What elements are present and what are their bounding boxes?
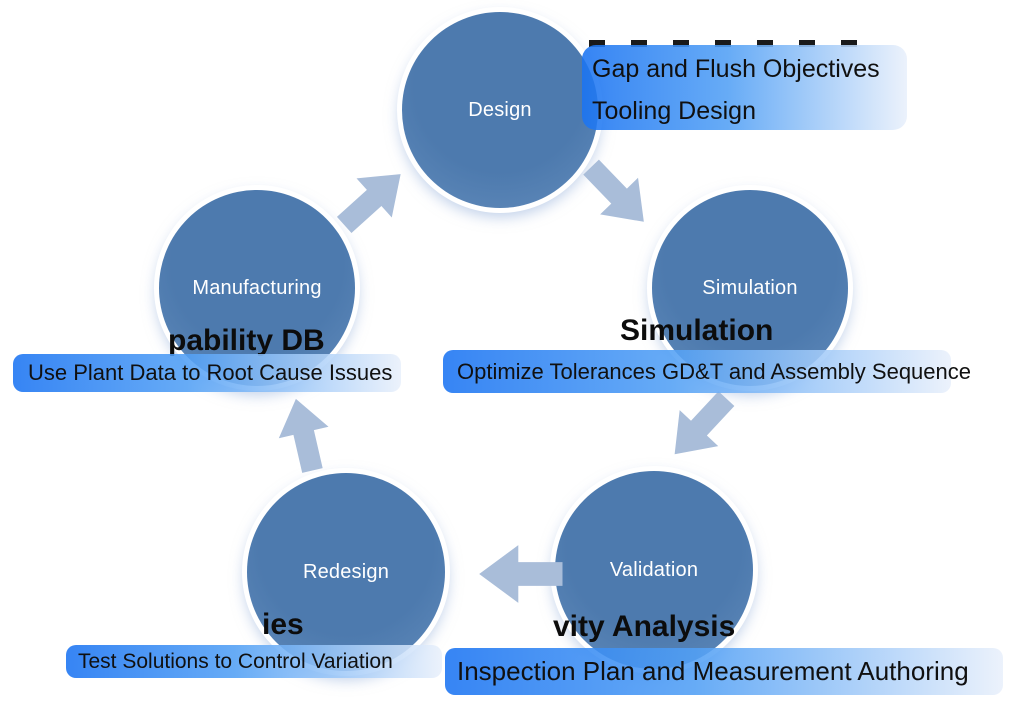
callout-design: Gap and Flush Objectives Tooling Design xyxy=(582,45,907,130)
node-simulation-label: Simulation xyxy=(702,276,798,299)
node-validation: Validation xyxy=(555,471,753,669)
node-redesign-label: Redesign xyxy=(302,560,390,583)
arrow-design-to-simulation-icon xyxy=(583,159,644,222)
callout-simulation: Optimize Tolerances GD&T and Assembly Se… xyxy=(443,350,972,393)
callout-design-line1: Gap and Flush Objectives xyxy=(592,55,880,83)
clipped-heading-fragment xyxy=(589,40,857,47)
node-redesign: Redesign xyxy=(247,473,445,671)
callout-simulation-text: Optimize Tolerances GD&T and Assembly Se… xyxy=(457,359,972,384)
heading-capability-db: pability DB xyxy=(168,324,325,357)
arrow-validation-to-redesign-icon xyxy=(479,545,563,603)
arrow-manufacturing-to-design-icon xyxy=(336,174,401,233)
callout-manufacturing: Use Plant Data to Root Cause Issues xyxy=(13,354,401,392)
arrow-redesign-to-manufacturing-icon xyxy=(278,398,329,473)
arrow-simulation-to-validation-icon xyxy=(674,391,735,455)
callout-design-line2: Tooling Design xyxy=(592,97,756,125)
callout-redesign-text: Test Solutions to Control Variation xyxy=(78,650,393,673)
node-design-label: Design xyxy=(468,98,532,121)
heading-sensitivity-analysis: vity Analysis xyxy=(553,610,736,643)
node-validation-label: Validation xyxy=(609,558,699,581)
callout-redesign: Test Solutions to Control Variation xyxy=(66,645,442,678)
callout-validation-text: Inspection Plan and Measurement Authorin… xyxy=(457,656,969,686)
heading-studies: ies xyxy=(262,608,304,641)
node-manufacturing-label: Manufacturing xyxy=(192,276,322,299)
callout-validation: Inspection Plan and Measurement Authorin… xyxy=(445,648,1003,695)
callout-manufacturing-text: Use Plant Data to Root Cause Issues xyxy=(28,360,393,385)
node-manufacturing: Manufacturing xyxy=(159,190,355,386)
node-design: Design xyxy=(402,12,598,208)
heading-simulation: Simulation xyxy=(620,314,774,347)
